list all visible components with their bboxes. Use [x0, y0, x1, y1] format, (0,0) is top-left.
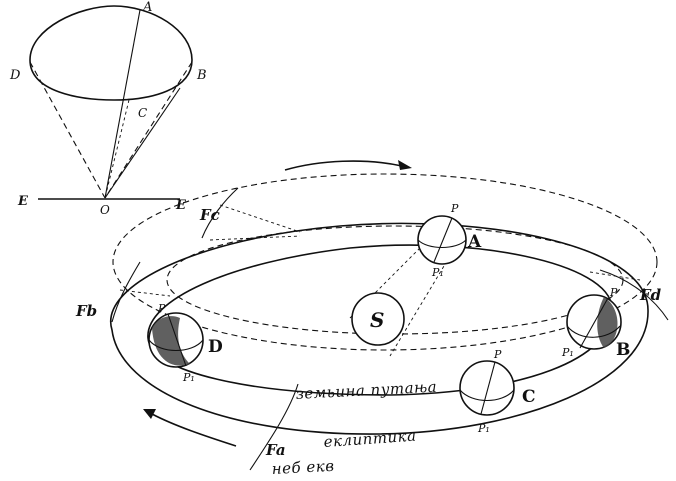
arrow-top-head: [398, 160, 412, 170]
cone-label-e-left: E: [17, 194, 29, 209]
axis-d: [167, 313, 187, 367]
ecliptic-label: еклиптика: [323, 427, 417, 451]
pole-top-c: P: [493, 348, 502, 361]
cone-label-e-right: E: [175, 198, 187, 213]
equator-c: [459, 389, 515, 401]
cone-label-b: B: [196, 68, 207, 83]
cone-axis-oc: [104, 99, 130, 199]
cone-axis-oa: [104, 9, 141, 199]
sun: [351, 292, 405, 346]
force-label-fd: Fd: [639, 286, 662, 304]
earth-position-c: P P₁ C: [459, 348, 536, 435]
force-arc-fa: [249, 383, 299, 471]
cone-line-ob: [104, 87, 181, 199]
cone-edge-right: [104, 61, 193, 199]
arrow-top: [284, 160, 403, 171]
earth-path-label: земьина путања: [295, 378, 437, 403]
cone-label-a: A: [142, 0, 152, 15]
pole-top-b: P: [609, 286, 618, 299]
orbit-figure: S P P₁ A P P₁ B P P₁ C: [75, 160, 669, 478]
earth-position-d: P P₁ D: [148, 302, 223, 384]
axis-a: [433, 217, 453, 263]
pole-top-d: P: [157, 302, 166, 315]
equator-d: [148, 339, 204, 351]
position-label-a: A: [467, 232, 482, 252]
equator-a: [417, 239, 467, 249]
force-arc-fc: [201, 187, 239, 239]
pole-bottom-b: P₁: [561, 346, 574, 359]
force-label-fc: Fc: [199, 206, 220, 224]
outer-dashed-ellipse: [112, 173, 658, 351]
earth-position-b: P P₁ B: [561, 286, 630, 360]
earth-globe-a: [417, 215, 467, 265]
earth-globe-c: [459, 360, 515, 416]
cone-label-d: D: [9, 68, 21, 83]
construction-line-3: [119, 289, 171, 297]
force-arc-fb: [111, 261, 141, 323]
force-label-fa: Fa: [265, 441, 286, 459]
equator-b: [566, 325, 621, 338]
force-label-fb: Fb: [75, 302, 97, 320]
axis-b: [579, 297, 609, 349]
cone-label-c: C: [138, 106, 147, 120]
celestial-equator-label: неб екв: [271, 457, 335, 478]
construction-line-6: [589, 271, 641, 281]
earth-position-a: P P₁ A: [417, 202, 482, 279]
axis-c: [480, 361, 496, 415]
force-arc-fd: [599, 269, 669, 321]
position-label-d: D: [208, 337, 223, 357]
pole-bottom-c: P₁: [477, 422, 490, 435]
construction-line-1: [219, 204, 301, 233]
ecliptic-ring: [109, 222, 649, 435]
cone-base-ellipse: [29, 5, 193, 101]
pole-bottom-d: P₁: [182, 371, 195, 384]
pole-bottom-a: P₁: [431, 266, 444, 279]
position-label-c: C: [522, 387, 536, 407]
earth-shade-d: [152, 316, 190, 366]
pole-top-a: P: [450, 202, 459, 215]
cone-label-o: O: [100, 203, 110, 217]
arrow-bottom: [151, 413, 237, 447]
earth-shade-b: [597, 297, 618, 348]
precession-cone: A B C D O E E: [9, 0, 207, 217]
cone-edge-left: [29, 61, 106, 199]
sun-label: S: [370, 308, 384, 332]
position-label-b: B: [616, 340, 630, 360]
arrow-bottom-head: [143, 409, 156, 419]
construction-line-5: [389, 255, 451, 357]
